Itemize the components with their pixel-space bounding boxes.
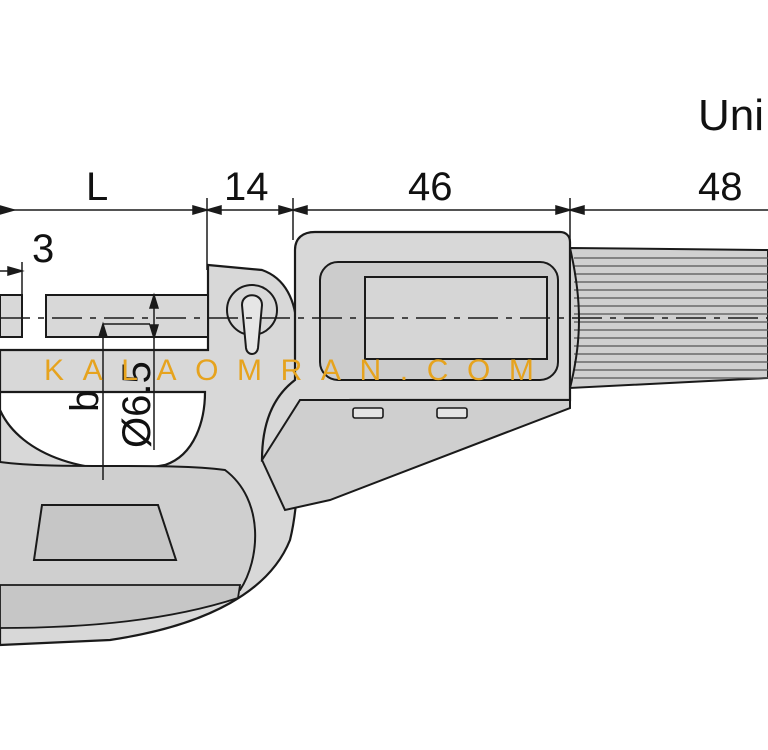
frame-grip-panel	[32, 504, 178, 561]
spindle-lock-lever	[240, 294, 264, 355]
unit-label: Uni	[698, 91, 764, 140]
watermark-text: KALAOMRAN.COM	[44, 354, 553, 387]
housing-taper	[260, 399, 571, 512]
dim-b-label: b	[63, 390, 107, 412]
dim-l-label: L	[86, 165, 108, 209]
dim-14-label: 14	[224, 165, 269, 209]
dim-46-label: 46	[408, 165, 453, 209]
dim-48-label: 48	[698, 165, 743, 209]
spindle	[45, 294, 209, 338]
dimension-lines	[0, 198, 768, 480]
zero-button	[436, 407, 468, 419]
dim-3-label: 3	[32, 227, 54, 271]
anvil	[0, 294, 23, 338]
frame-bottom-lip	[0, 584, 242, 629]
dim-diameter-label: Ø6.5	[115, 361, 159, 448]
thimble	[569, 246, 768, 390]
mode-button	[352, 407, 384, 419]
